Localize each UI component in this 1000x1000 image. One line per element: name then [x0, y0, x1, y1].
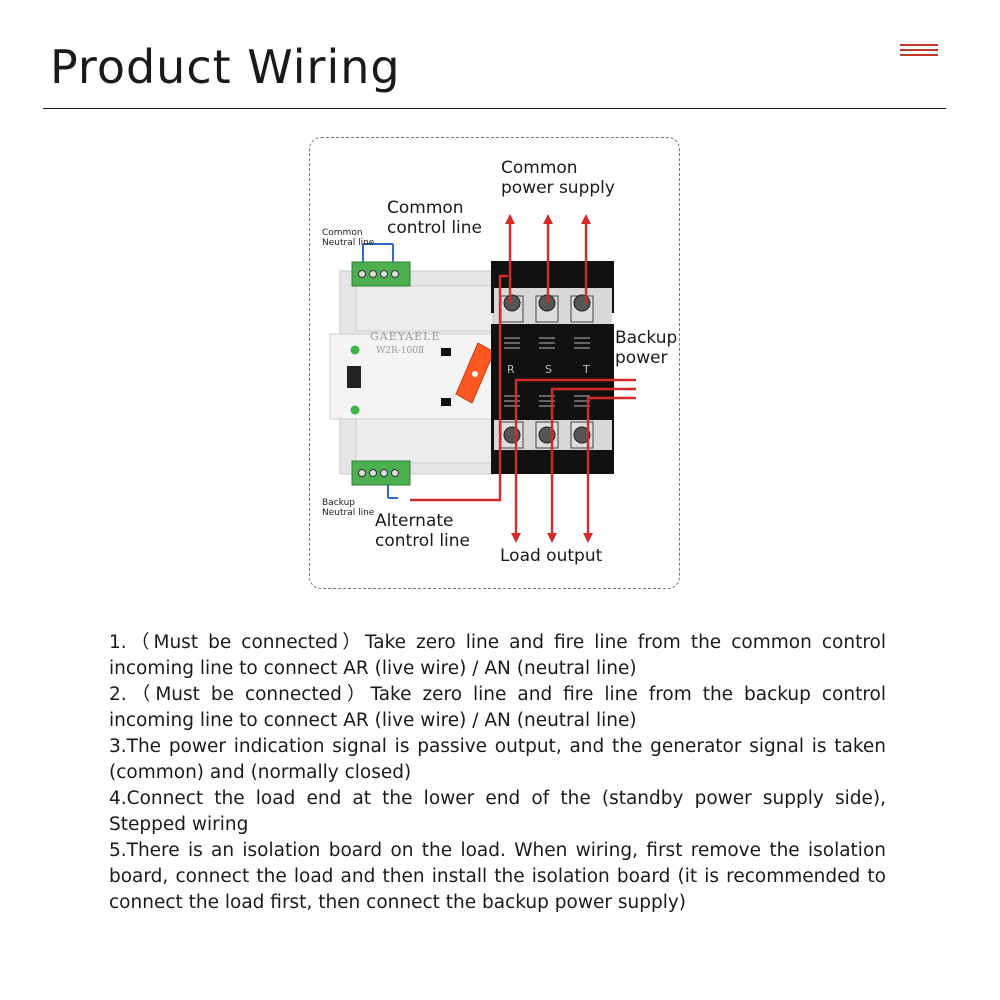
- label-alternate-control-line: Alternate control line: [375, 511, 471, 551]
- phase-label-t: T: [583, 363, 590, 376]
- phase-label-s: S: [545, 363, 552, 376]
- label-backup-neutral-line: Backup Neutral line: [322, 498, 375, 518]
- wiring-diagram: GAEYAELE W2R-100Ⅱ R S T Common power sup…: [309, 137, 680, 589]
- switch-left-body: [329, 270, 499, 475]
- page-title: Product Wiring: [50, 40, 401, 94]
- menu-icon[interactable]: [900, 44, 938, 56]
- label-backup-power: Backup power: [615, 328, 678, 368]
- backup-terminal-block: [351, 460, 411, 499]
- phase-label-r: R: [507, 363, 515, 376]
- device-brand: GAEYAELE: [370, 330, 441, 343]
- note-3: 3.The power indication signal is passive…: [109, 736, 886, 783]
- label-common-power-supply: Common power supply: [501, 158, 615, 198]
- note-2: 2.（Must be connected）Take zero line and …: [109, 684, 886, 731]
- device-model: W2R-100Ⅱ: [376, 346, 425, 356]
- wiring-notes: 1.（Must be connected）Take zero line and …: [109, 630, 886, 916]
- wiring-diagram-graphic: [329, 214, 636, 543]
- common-terminal-block: [351, 243, 411, 287]
- note-4: 4.Connect the load end at the lower end …: [109, 788, 886, 835]
- title-divider: [43, 108, 946, 109]
- note-5: 5.There is an isolation board on the loa…: [109, 840, 886, 913]
- note-1: 1.（Must be connected）Take zero line and …: [109, 632, 886, 679]
- label-common-control-line: Common control line: [387, 198, 483, 238]
- label-common-neutral-line: Common Neutral line: [322, 228, 375, 248]
- label-load-output: Load output: [500, 546, 603, 566]
